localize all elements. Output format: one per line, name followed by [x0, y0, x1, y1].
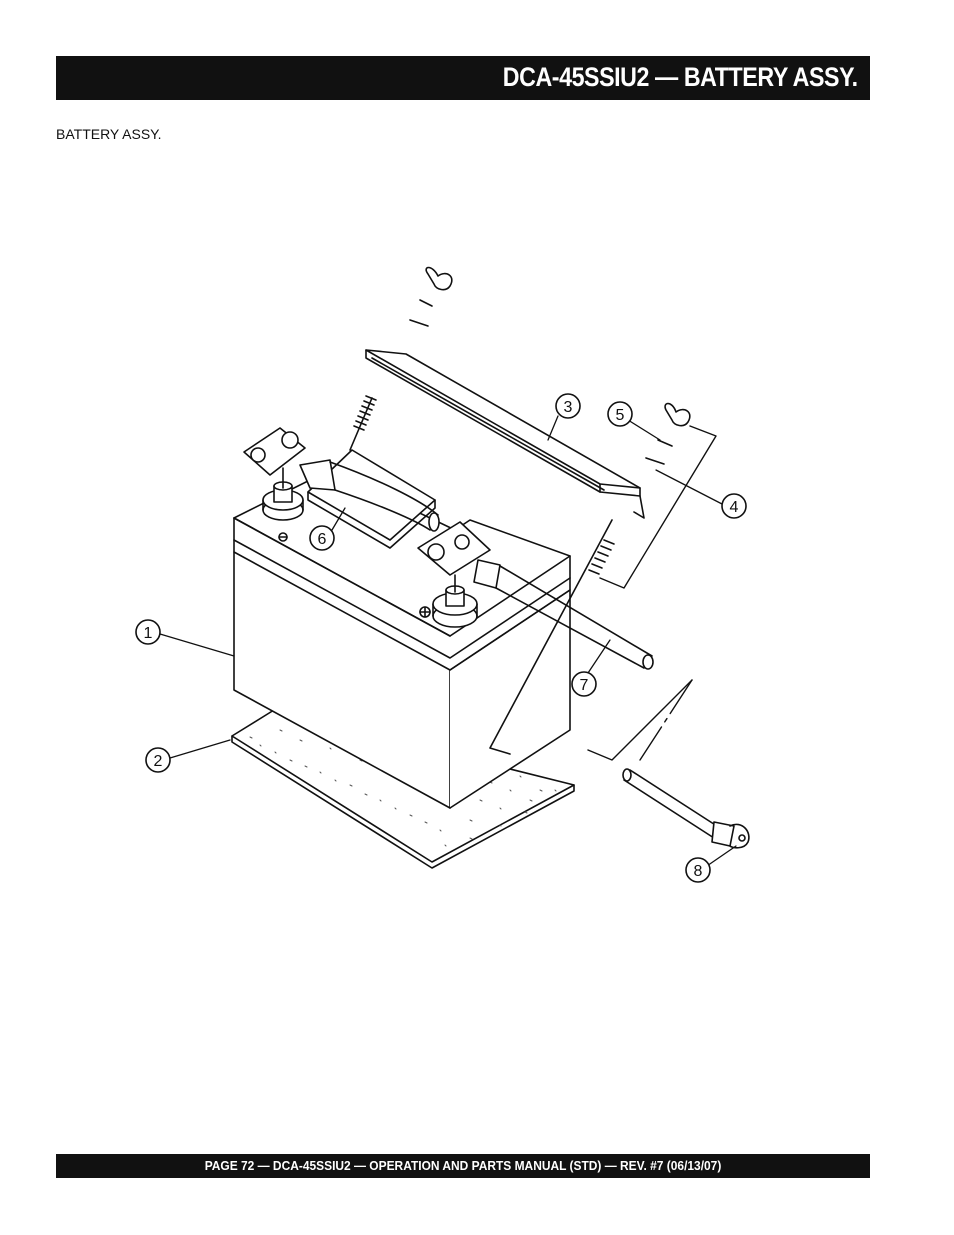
callout-7-circle	[571, 671, 597, 697]
callout-6-circle	[309, 525, 335, 551]
callout-2-circle	[145, 747, 171, 773]
negative-terminal	[262, 481, 304, 542]
callout-3: 3	[564, 399, 573, 416]
j-bolt-left	[349, 395, 377, 451]
callout-4: 4	[730, 499, 739, 516]
positive-terminal	[419, 585, 478, 628]
washer-top	[409, 299, 433, 327]
callout-5-circle	[607, 401, 633, 427]
wing-nut-top	[425, 266, 453, 291]
battery-case	[233, 449, 571, 809]
positive-cable	[417, 521, 654, 670]
callout-1: 1	[144, 625, 153, 642]
hold-down-bar	[365, 349, 645, 519]
wing-nut-right	[664, 402, 691, 427]
callout-5: 5	[616, 407, 625, 424]
callout-6: 6	[318, 531, 327, 548]
page-footer-text: PAGE 72 — DCA-45SSIU2 — OPERATION AND PA…	[204, 1158, 722, 1173]
callout-8-circle	[685, 857, 711, 883]
page-footer-bar: PAGE 72 — DCA-45SSIU2 — OPERATION AND PA…	[56, 1154, 870, 1178]
ground-cable	[622, 768, 750, 849]
page-header-bar: DCA-45SSIU2 — BATTERY ASSY.	[56, 56, 870, 100]
j-bolt-right	[489, 519, 615, 755]
section-label: BATTERY ASSY.	[56, 126, 162, 142]
callout-3-circle	[555, 393, 581, 419]
callout-4-circle	[721, 493, 747, 519]
negative-cable	[243, 427, 440, 532]
page-title: DCA-45SSIU2 — BATTERY ASSY.	[503, 62, 858, 92]
callout-1-circle	[135, 619, 161, 645]
callout-2: 2	[154, 753, 163, 770]
washer-right	[645, 439, 673, 465]
callout-8: 8	[694, 863, 703, 880]
callout-7: 7	[580, 677, 589, 694]
